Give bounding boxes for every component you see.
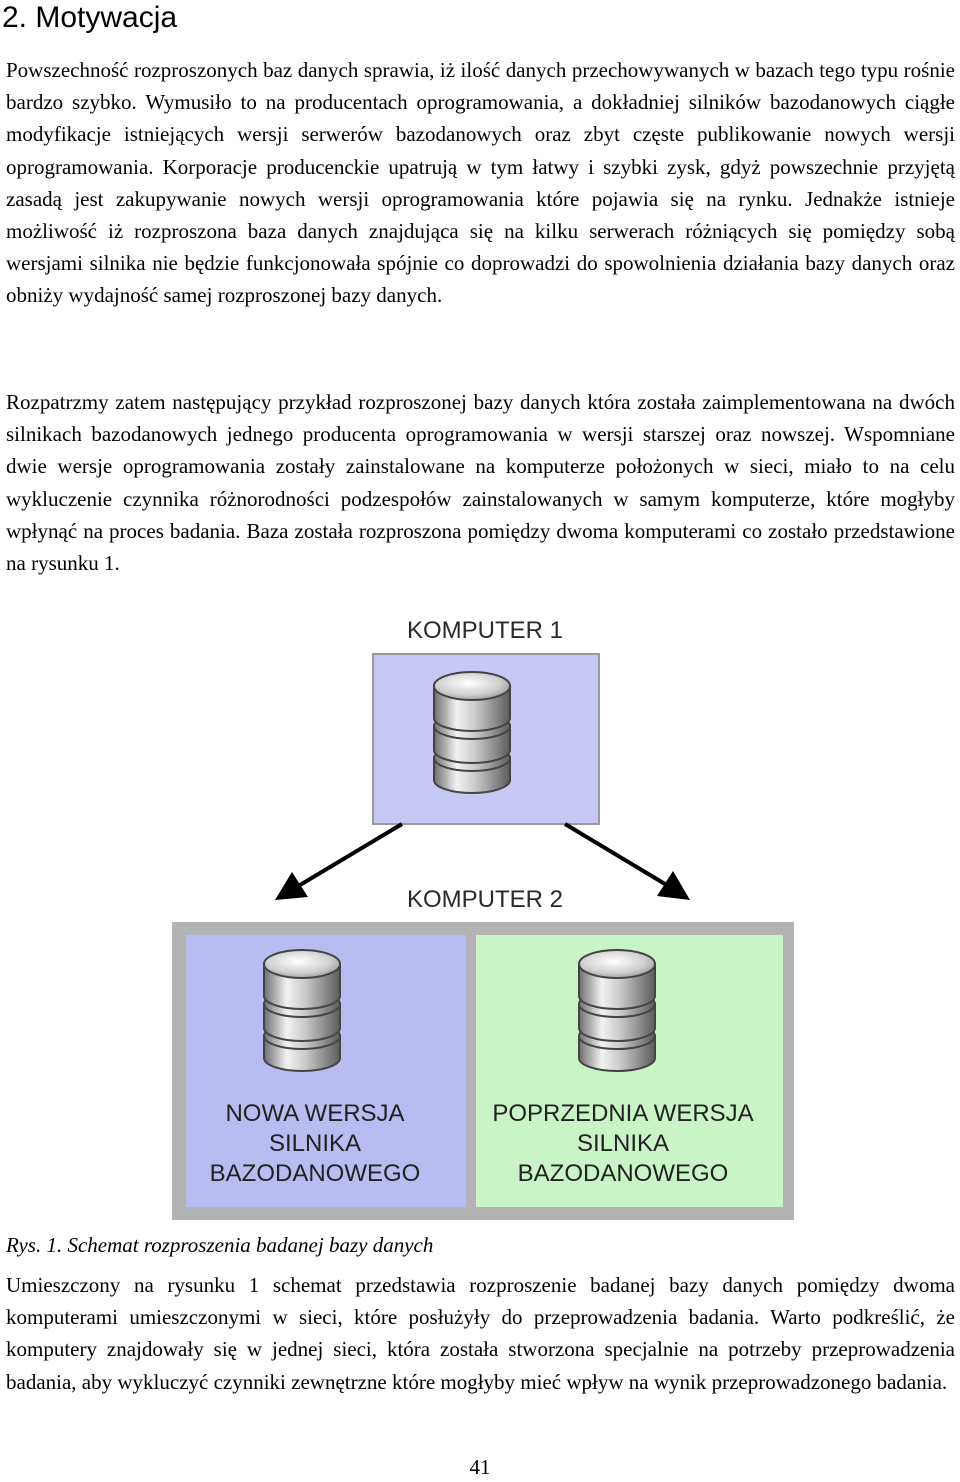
old-version-line1: POPRZEDNIA WERSJA bbox=[492, 1100, 753, 1127]
database-icon bbox=[433, 671, 511, 794]
old-version-line2: SILNIKA bbox=[577, 1130, 669, 1157]
computer2-label: KOMPUTER 2 bbox=[407, 886, 563, 913]
new-version-line1: NOWA WERSJA bbox=[225, 1100, 404, 1127]
paragraph-3: Umieszczony na rysunku 1 schemat przedst… bbox=[6, 1273, 955, 1394]
database-icon bbox=[263, 949, 341, 1072]
figure-caption: Rys. 1. Schemat rozproszenia badanej baz… bbox=[6, 1233, 434, 1257]
new-version-line3: BAZODANOWEGO bbox=[210, 1160, 421, 1187]
computer1-label: KOMPUTER 1 bbox=[407, 617, 563, 644]
new-version-line2: SILNIKA bbox=[269, 1130, 361, 1157]
paragraph-2: Rozpatrzmy zatem następujący przykład ro… bbox=[6, 390, 955, 576]
section-heading: 2. Motywacja bbox=[2, 1, 178, 34]
page-number: 41 bbox=[469, 1455, 491, 1479]
paragraph-1: Powszechność rozproszonych baz danych sp… bbox=[6, 58, 955, 308]
old-version-line3: BAZODANOWEGO bbox=[518, 1160, 729, 1187]
arrow-right bbox=[563, 822, 690, 900]
database-icon bbox=[578, 949, 656, 1072]
arrow-left bbox=[275, 822, 404, 900]
